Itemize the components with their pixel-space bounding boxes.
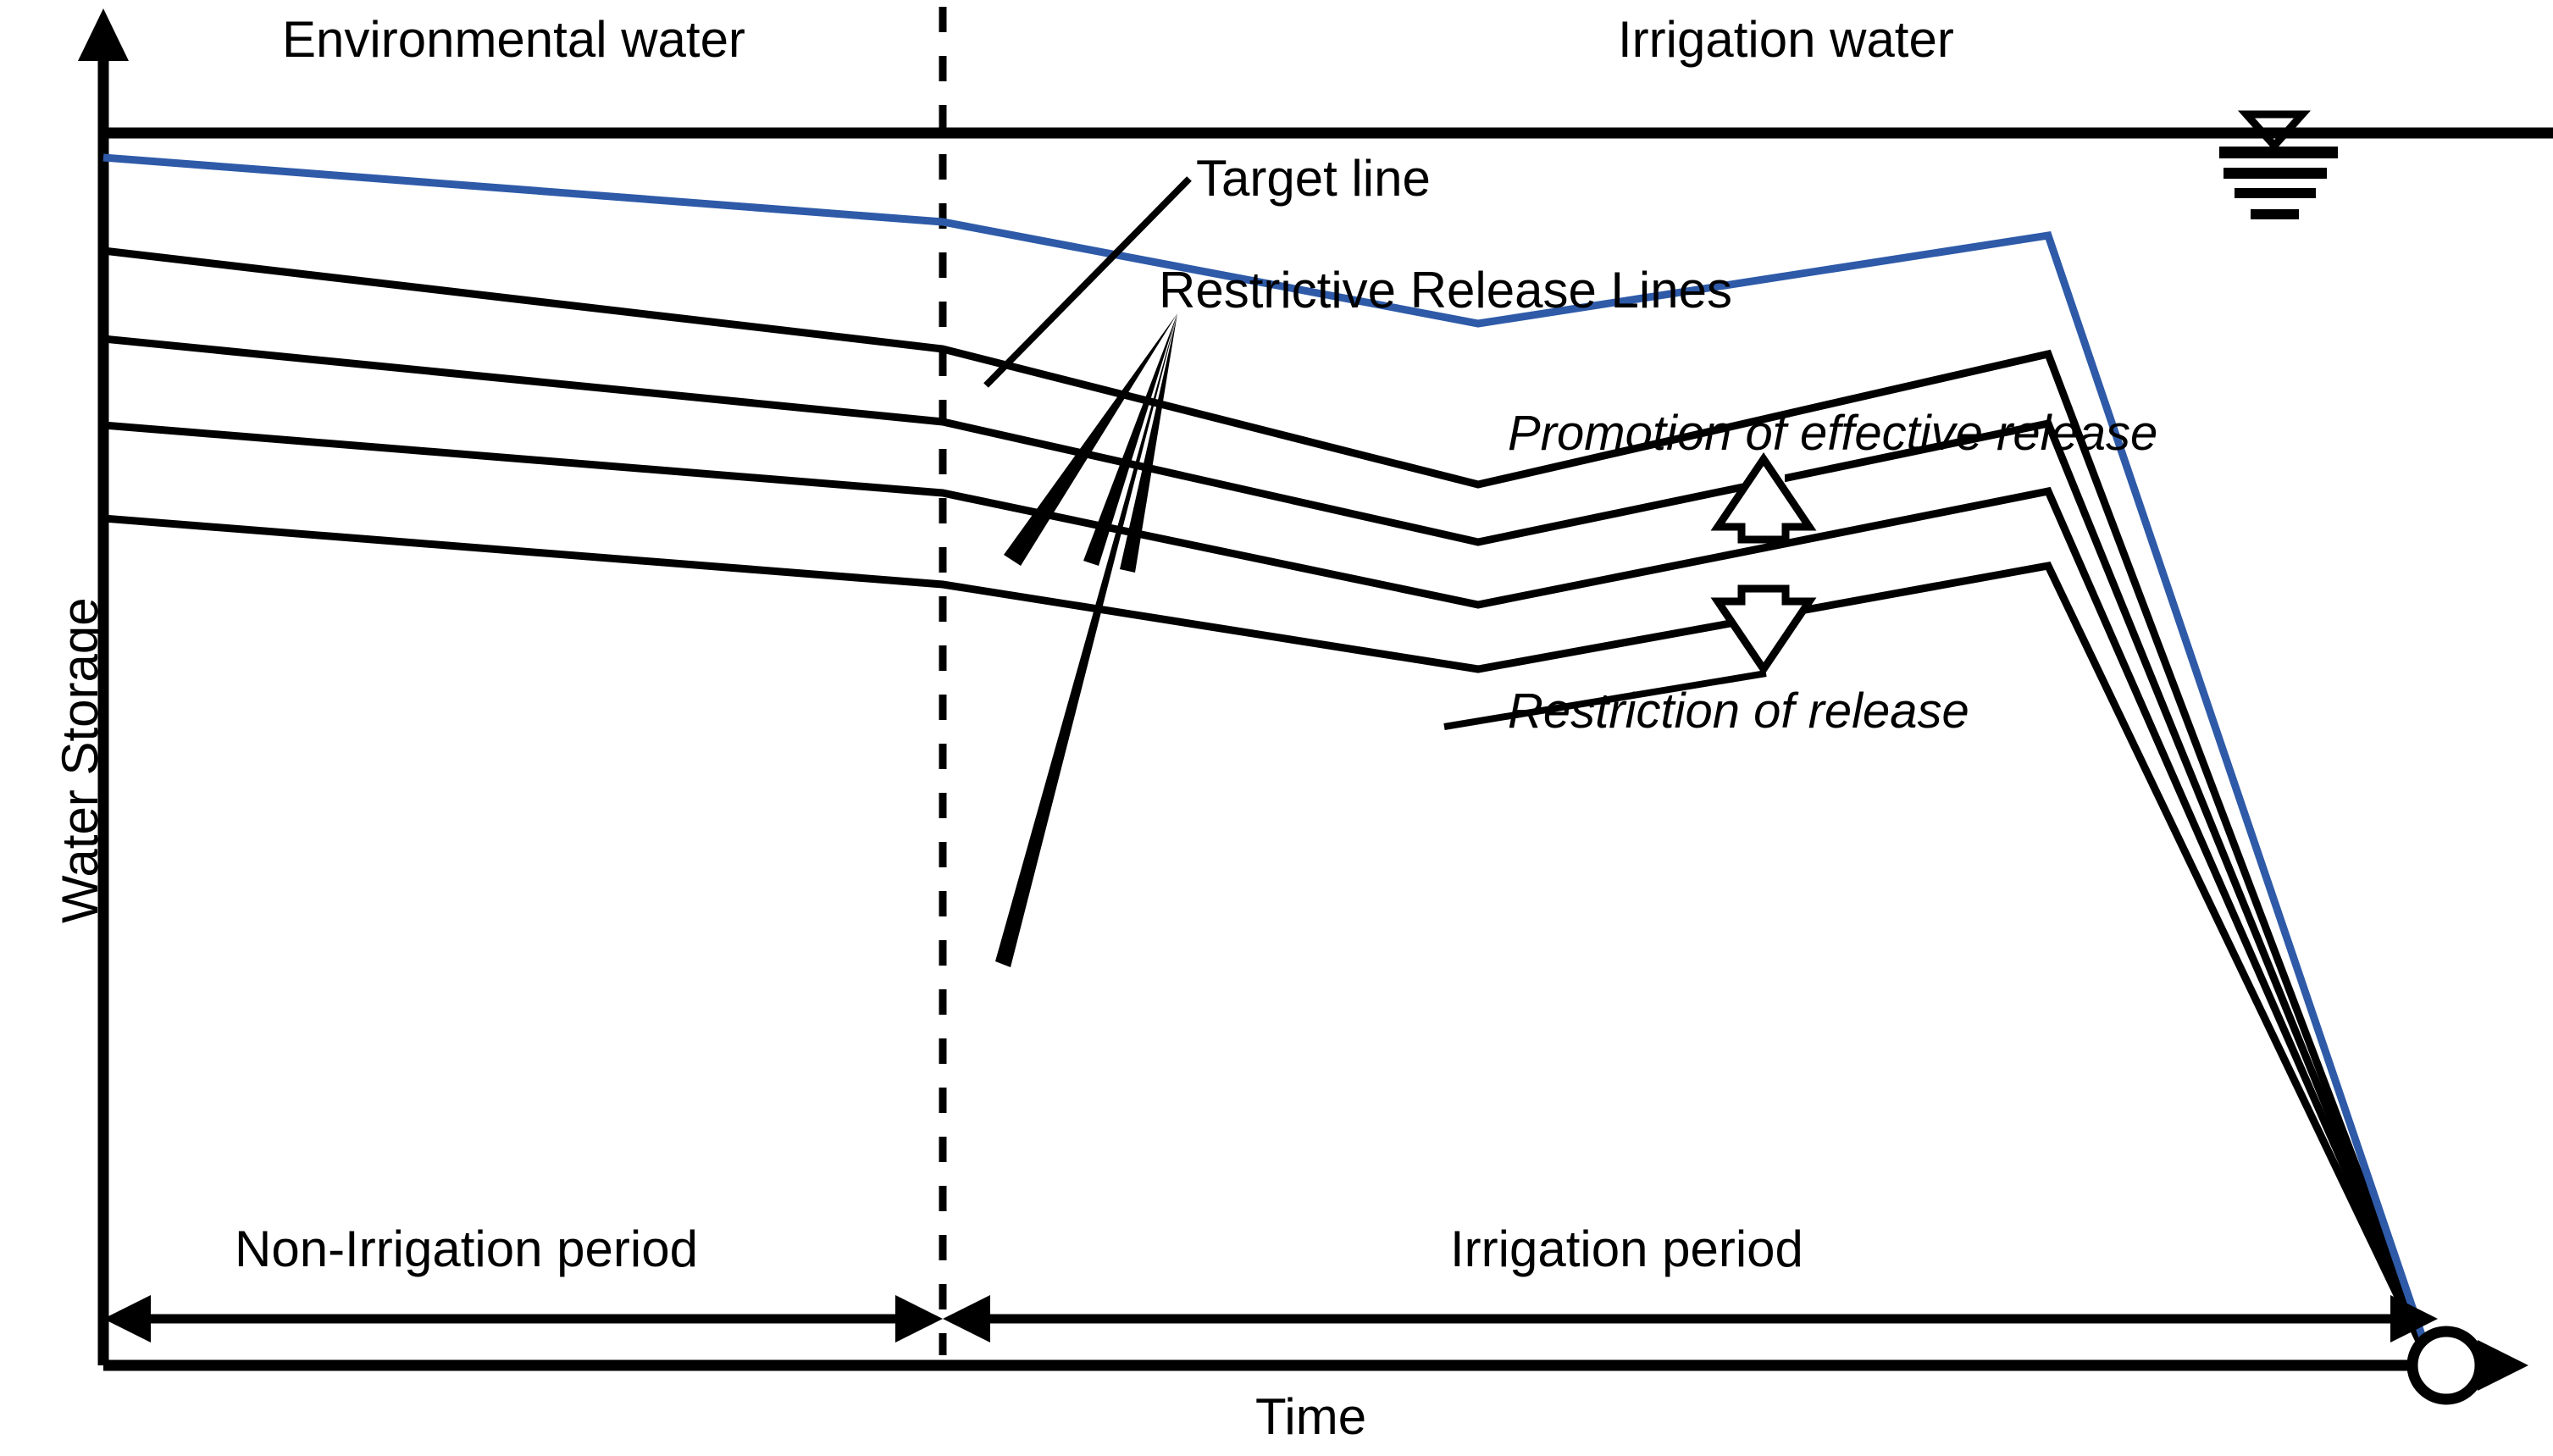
hollow-up-arrow-outline — [1710, 451, 1817, 544]
zone-label-environmental-water: Environmental water — [282, 11, 745, 68]
restrictive-release-line-2 — [102, 335, 2439, 1376]
restrictive-release-line-4 — [102, 514, 2439, 1376]
water-level-symbol-icon — [2219, 110, 2338, 219]
period-label-non-irrigation: Non-Irrigation period — [235, 1221, 698, 1277]
restriction-of-release-leader — [1443, 670, 1767, 730]
callout-promotion-of-effective-release-label: Promotion of effective release — [1508, 406, 2158, 461]
non-irrigation-period-span-arrow — [103, 1295, 943, 1343]
hollow-down-arrow-outline — [1710, 584, 1817, 677]
callout-restrictive-release-lines-label: Restrictive Release Lines — [1159, 262, 1732, 318]
empty-storage-circle-icon — [2406, 1326, 2486, 1405]
x-axis — [103, 1340, 2528, 1391]
x-axis-label: Time — [1255, 1388, 1367, 1445]
target-line-leader — [983, 176, 1192, 388]
target-line — [102, 153, 2439, 1376]
restrictive-release-line-3 — [102, 421, 2439, 1376]
zone-label-irrigation-water: Irrigation water — [1618, 11, 1954, 68]
callout-target-line-label: Target line — [1196, 150, 1431, 207]
period-label-irrigation: Irrigation period — [1450, 1221, 1803, 1277]
restrictive-release-lines-leaders — [995, 313, 1177, 967]
irrigation-period-span-arrow — [943, 1295, 2438, 1343]
y-axis — [78, 8, 129, 1365]
restrictive-release-line-1 — [102, 246, 2439, 1376]
callout-restriction-of-release-label: Restriction of release — [1508, 684, 1969, 739]
y-axis-label: Water Storage — [52, 597, 108, 923]
